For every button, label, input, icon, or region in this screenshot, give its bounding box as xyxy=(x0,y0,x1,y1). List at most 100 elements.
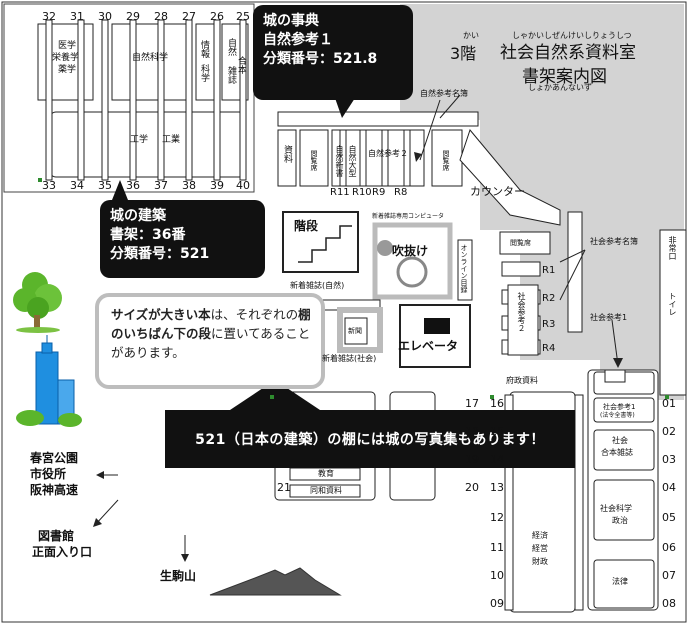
tree-icon xyxy=(13,272,62,333)
label-shizen-gou2: 合本 xyxy=(236,56,246,74)
note-text-2: に置いてあることがあります。 xyxy=(111,325,311,360)
shelf-number: 09 xyxy=(490,597,504,610)
shelf-number: 07 xyxy=(662,569,676,582)
shelf-number: 08 xyxy=(662,597,676,610)
label-shizen-kagaku: 自然科学 xyxy=(132,53,169,63)
shelf-number: 18 xyxy=(465,425,479,438)
label-douwa: 同和資料 xyxy=(310,486,342,495)
label-eiyou: 栄養学 xyxy=(52,53,80,63)
label-main-entrance: 正面入り口 xyxy=(32,545,93,559)
building-icon xyxy=(16,335,82,427)
label-etsuran-2: 閲覧席 xyxy=(442,150,450,171)
callout-castle-dictionary: 城の事典 自然参考１ 分類番号：521.8 xyxy=(253,5,413,100)
callout-title: 城の事典 xyxy=(263,13,319,29)
label-shakai-gou: 社会 xyxy=(612,436,628,445)
guide-label: 書架案内図 xyxy=(522,67,607,87)
shelf-number: 15 xyxy=(490,425,504,438)
callout-shelf: 自然参考１ xyxy=(263,31,333,48)
shelf-number: 28 xyxy=(154,10,168,23)
shelf-number: 36 xyxy=(126,179,140,192)
shelf-block-r xyxy=(499,211,583,356)
elevator-box xyxy=(399,304,471,368)
shelf-number: R9 xyxy=(372,187,386,198)
label-igaku: 医学 xyxy=(58,41,77,51)
label-mountain: 生駒山 xyxy=(160,569,197,583)
shelf-number: R2 xyxy=(542,293,556,304)
label-fukinuke: 吹抜け xyxy=(392,244,429,258)
callout-castle-architecture: 城の建築 書架：36番 分類番号：521 xyxy=(100,200,265,278)
counter-shape xyxy=(459,128,561,226)
shelf-number: 02 xyxy=(662,425,676,438)
shelf-number: 29 xyxy=(126,10,140,23)
label-shinkan-shakai: 新着雑誌(社会) xyxy=(322,354,377,363)
guide-label-ruby: しょかあんないず xyxy=(528,83,592,92)
label-shizen-sankou: 自然参考２ xyxy=(368,149,408,158)
label-keizai: 経済 xyxy=(532,531,548,540)
shelf-number: 13 xyxy=(490,481,504,494)
label-yakugaku: 薬学 xyxy=(58,65,77,75)
shelf-number: 20 xyxy=(465,481,479,494)
label-shinbun: 新聞 xyxy=(348,327,362,335)
label-elevator: エレベータ xyxy=(398,339,459,353)
shelf-number: 14 xyxy=(490,453,504,466)
label-hijouguchi: 非常口 xyxy=(668,236,677,260)
label-kaidan: 階段 xyxy=(294,219,319,233)
shelf-number: 35 xyxy=(98,179,112,192)
label-shakai-sankou1: 社会参考1 xyxy=(590,313,628,322)
shelf-number: 12 xyxy=(490,511,504,524)
note-emphasis-1: サイズが大きい本 xyxy=(111,307,211,322)
shelf-number: 17 xyxy=(465,397,479,410)
label-city-hall: 市役所 xyxy=(30,467,67,481)
shelf-block-right xyxy=(587,369,659,611)
shelf-number: 19 xyxy=(465,453,479,466)
shelf-number: 11 xyxy=(490,541,504,554)
shelf-number: 06 xyxy=(662,541,676,554)
callout-classification: 分類番号：521 xyxy=(110,245,210,262)
label-park: 春宮公園 xyxy=(30,451,79,465)
shelf-number: 27 xyxy=(182,10,196,23)
shelf-number: 32 xyxy=(42,10,56,23)
shelf-number: R1 xyxy=(542,265,556,276)
shelf-number: 33 xyxy=(42,179,56,192)
shelf-number: R10 xyxy=(352,187,372,198)
shelf-number: R3 xyxy=(542,319,556,330)
shelf-number: R4 xyxy=(542,343,556,354)
floor-label-ruby: かい xyxy=(463,31,479,40)
label-shakai-gou2: 合本雑誌 xyxy=(601,448,633,457)
label-toilet: トイレ xyxy=(668,292,677,316)
label-kougaku: 工学 xyxy=(130,135,149,145)
shelf-number: 37 xyxy=(154,179,168,192)
room-name-ruby: しゃかいしぜんけいしりょうしつ xyxy=(512,31,632,40)
label-jouhou: 情報 xyxy=(199,40,209,58)
shelf-number: 05 xyxy=(662,511,676,524)
shelf-number: 34 xyxy=(70,179,84,192)
shelf-number: R8 xyxy=(394,187,408,198)
label-library: 図書館 xyxy=(38,529,75,543)
label-kyouiku: 教育 xyxy=(318,469,334,478)
label-seifu-shiryou: 府政資料 xyxy=(506,376,538,385)
label-zaisei: 財政 xyxy=(532,557,548,566)
label-shakai-meibo: 社会参考名簿 xyxy=(590,237,638,246)
note-text-1: は、それぞれの xyxy=(210,307,299,322)
label-shakai-sankou1-hou: 社会参考1 xyxy=(603,403,636,411)
shelf-number: 03 xyxy=(662,453,676,466)
note-large-books: サイズが大きい本は、それぞれの棚のいちばん下の段に置いてあることがあります。 xyxy=(95,293,325,389)
banner-photo-books: 521（日本の建築）の棚には城の写真集もあります！ xyxy=(165,410,575,468)
shelf-block-top-middle xyxy=(277,111,479,187)
label-counter: カウンター xyxy=(470,185,525,198)
shelf-number: 25 xyxy=(236,10,250,23)
label-shizen-gou: 自然 xyxy=(226,38,236,56)
label-shizen-meibo: 自然参考名簿 xyxy=(420,89,468,98)
shelf-number: 04 xyxy=(662,481,676,494)
shelf-number: 40 xyxy=(236,179,250,192)
label-shakai-kagaku: 社会科学 xyxy=(600,504,632,513)
shelf-bars xyxy=(45,19,247,181)
shelf-number: 01 xyxy=(662,397,676,410)
shelf-number: 30 xyxy=(98,10,112,23)
label-etsuran-1: 閲覧席 xyxy=(310,150,318,171)
label-jouhou-kagaku: 科学 xyxy=(199,64,209,82)
mountain-icon xyxy=(209,567,342,596)
shelf-number: 38 xyxy=(182,179,196,192)
callout-shelf: 書架：36番 xyxy=(110,226,186,243)
